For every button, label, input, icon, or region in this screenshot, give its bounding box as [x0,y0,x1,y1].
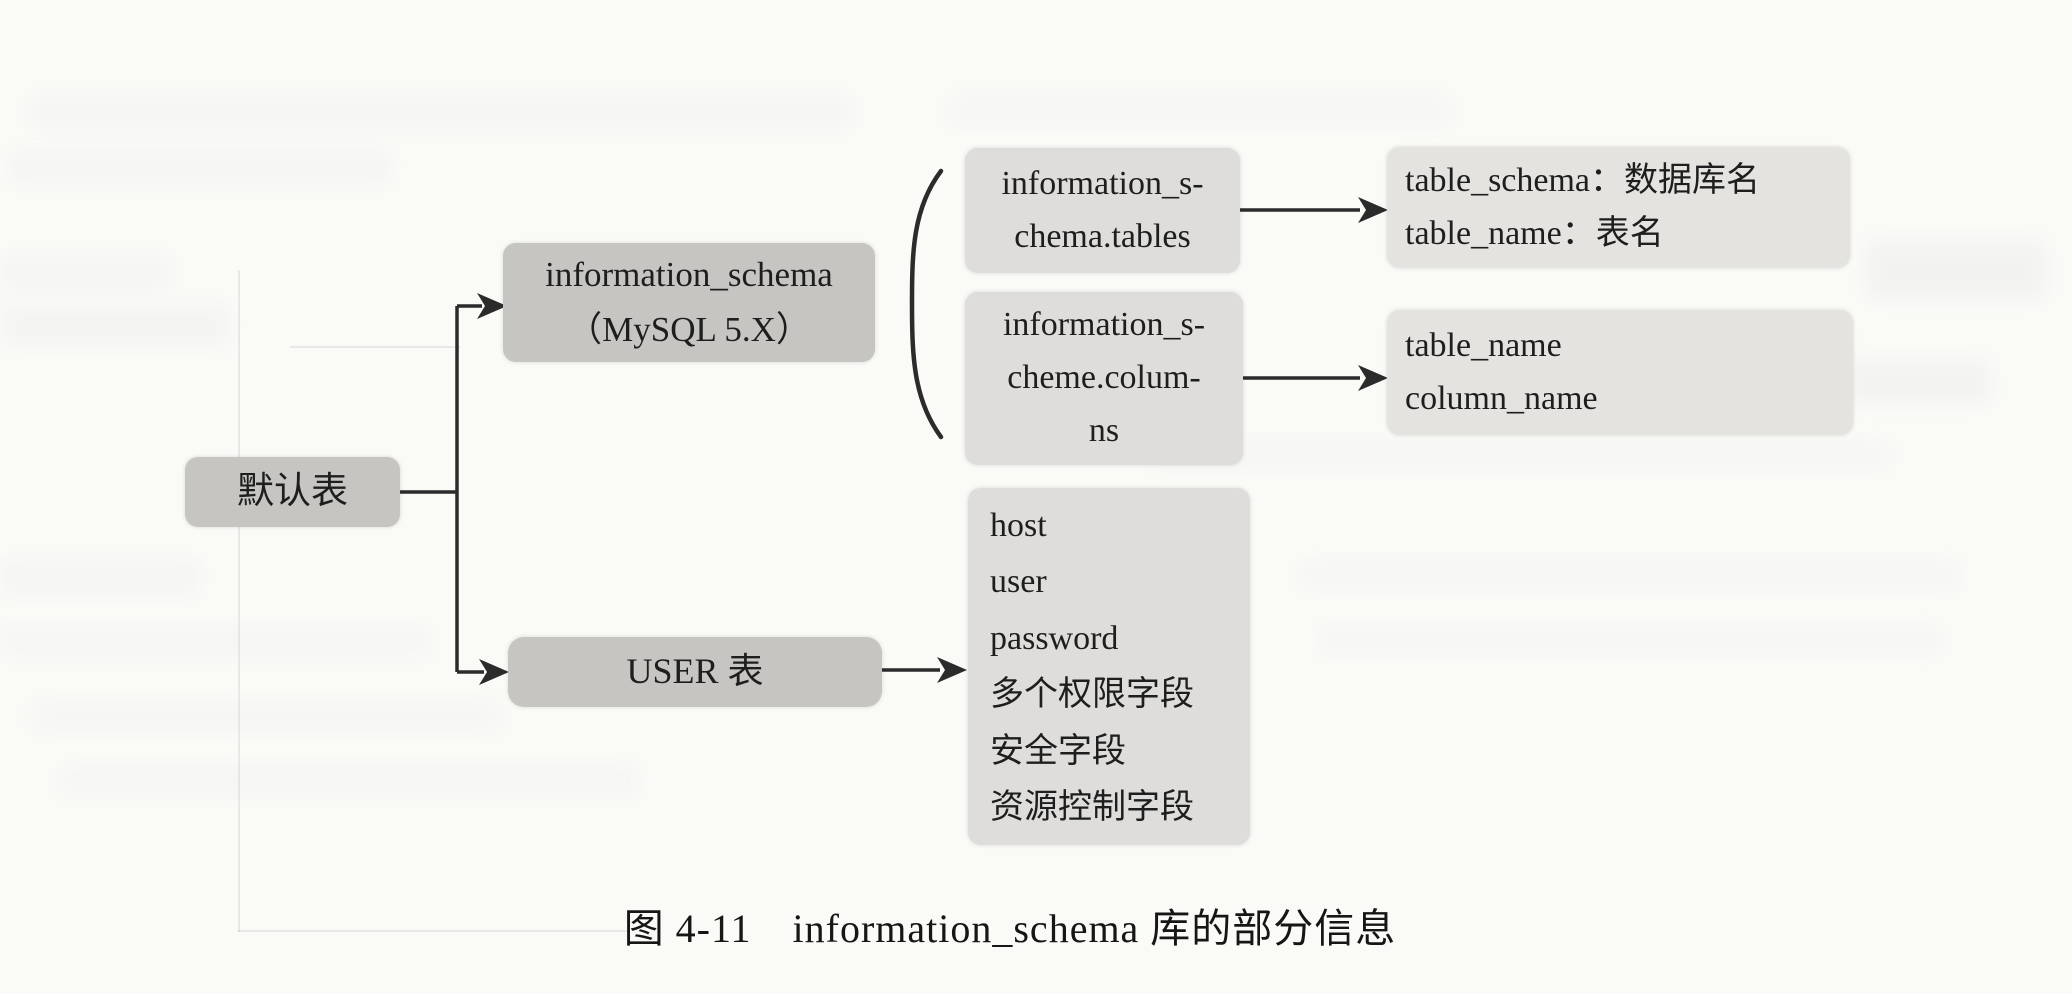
arrowhead-tables-to-fields-icon [1358,197,1388,223]
node-user-table-label: USER 表 [626,651,764,692]
node-columns-line3: ns [1088,411,1120,449]
node-tables-line2: chema.tables [1014,217,1191,255]
user-field-user: user [990,563,1047,601]
left-brace [909,168,944,440]
node-tables-line1: information_s- [1001,164,1204,202]
arrowhead-columns-to-fields-icon [1358,365,1388,391]
user-field-resource-control: 资源控制字段 [990,789,1194,827]
node-information-schema-line2: （MySQL 5.X） [567,309,811,349]
node-tables-fields: table_schema：数据库名 table_name：表名 [1387,147,1850,268]
user-field-password: password [990,619,1119,657]
figure-caption: 图 4-11 information_schema 库的部分信息 [623,906,1397,951]
node-user-table: USER 表 [508,637,882,707]
user-field-host: host [990,507,1047,544]
node-columns-fields: table_name column_name [1387,310,1853,435]
node-default-tables: 默认表 [185,457,400,527]
node-columns-line2: cheme.colum- [1007,359,1201,397]
arrowhead-user-to-fields-icon [937,657,967,683]
node-information-schema: information_schema （MySQL 5.X） [503,243,875,362]
arrowhead-to-user-table-icon [479,659,509,685]
node-information-schema-line1: information_schema [545,255,833,295]
node-tables-fields-line2: table_name：表名 [1405,214,1664,252]
node-tables-fields-line1: table_schema：数据库名 [1405,161,1761,199]
node-columns-fields-line2: column_name [1405,379,1598,417]
user-field-security: 安全字段 [990,732,1126,770]
node-user-table-fields: host user password 多个权限字段 安全字段 资源控制字段 [968,488,1250,845]
arrowhead-to-information-schema-icon [477,293,507,319]
user-field-privileges: 多个权限字段 [990,676,1194,714]
node-default-tables-label: 默认表 [237,471,348,513]
node-columns-line1: information_s- [1002,306,1206,344]
node-information-schema-columns: information_s- cheme.colum- ns [965,292,1243,465]
node-columns-fields-line1: table_name [1405,326,1562,364]
node-information-schema-tables: information_s- chema.tables [965,148,1240,273]
